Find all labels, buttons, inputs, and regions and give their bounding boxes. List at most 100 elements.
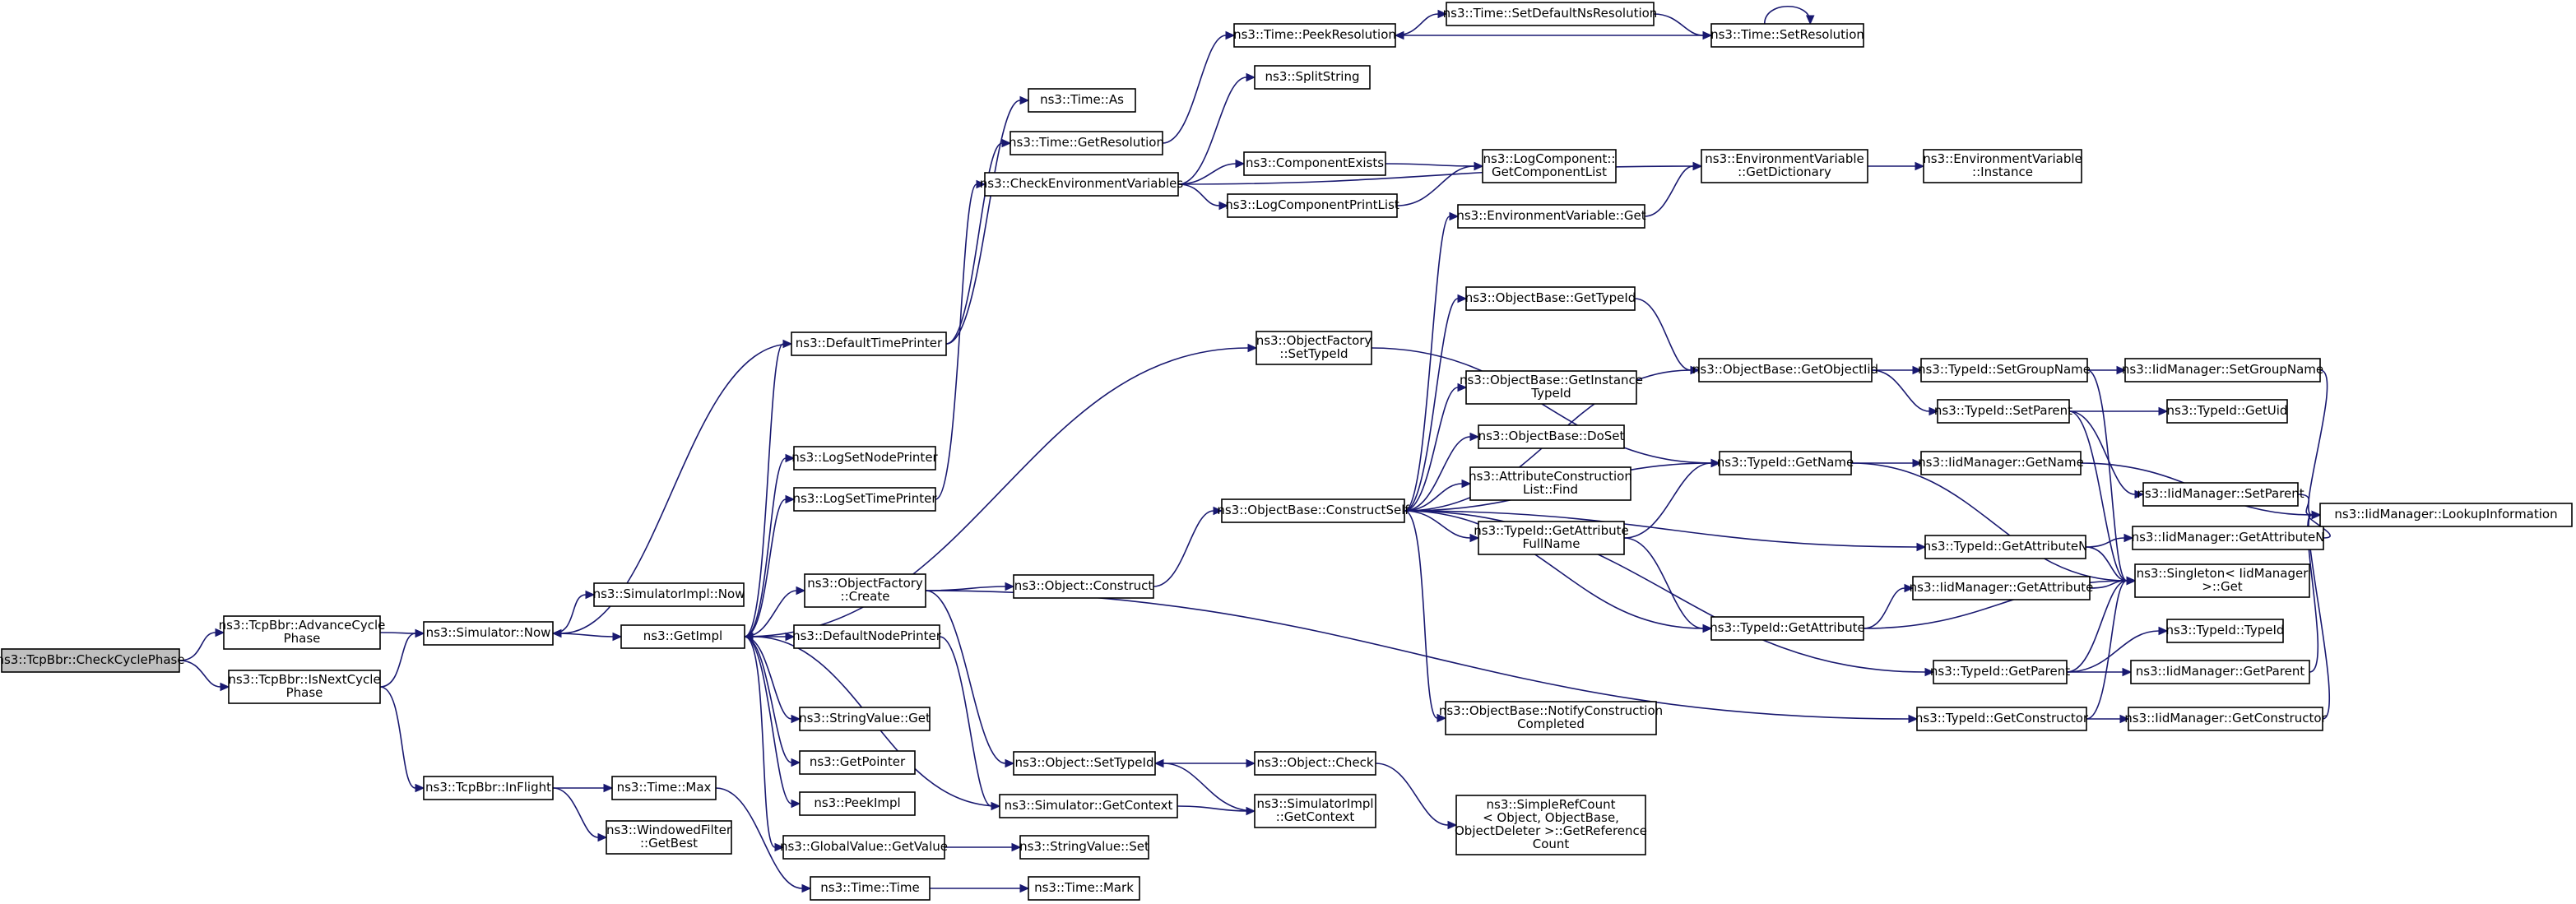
node-box [984, 172, 1179, 197]
node-objFactorySetTypeId[interactable]: ns3::ObjectFactory::SetTypeId [1256, 331, 1372, 365]
node-globalValueGetValue[interactable]: ns3::GlobalValue::GetValue [780, 835, 948, 860]
node-box [2128, 707, 2323, 731]
node-iidManagerGetConstructor[interactable]: ns3::IidManager::GetConstructor [2124, 707, 2328, 731]
node-checkCycle[interactable]: ns3::TcpBbr::CheckCyclePhase [0, 648, 185, 673]
node-objectConstruct[interactable]: ns3::Object::Construct [1013, 574, 1154, 599]
node-windowedFilter[interactable]: ns3::WindowedFilter::GetBest [606, 820, 732, 855]
node-label: ::SetTypeId [1279, 346, 1348, 361]
node-timeSetResolution[interactable]: ns3::Time::SetResolution [1710, 23, 1864, 48]
node-stringValueGet[interactable]: ns3::StringValue::Get [799, 707, 931, 731]
edge-line [1404, 387, 1459, 512]
edge-arrowhead [1247, 343, 1258, 353]
node-getImpl[interactable]: ns3::GetImpl [620, 624, 745, 649]
node-singletonGet[interactable]: ns3::Singleton< IidManager>::Get [2134, 563, 2310, 598]
node-objBaseGetTypeId[interactable]: ns3::ObjectBase::GetTypeId [1465, 286, 1636, 311]
node-typeIdSetGroupName[interactable]: ns3::TypeId::SetGroupName [1918, 358, 2091, 382]
node-checkEnvVars[interactable]: ns3::CheckEnvironmentVariables [980, 172, 1184, 197]
node-objBaseNotifyConstruction[interactable]: ns3::ObjectBase::NotifyConstructionCompl… [1439, 701, 1663, 735]
edge-typeIdGetAttributeN-to-iidManagerGetAttributeN [2085, 533, 2134, 548]
node-iidManagerGetAttributeN[interactable]: ns3::IidManager::GetAttributeN [2132, 526, 2325, 550]
node-box [2124, 358, 2321, 382]
node-logSetTimePrinter[interactable]: ns3::LogSetTimePrinter [792, 487, 937, 512]
edge-arrowhead [1474, 161, 1484, 171]
node-box [1465, 286, 1636, 311]
node-box [1478, 424, 1625, 449]
node-typeIdGetAttribute[interactable]: ns3::TypeId::GetAttribute [1710, 616, 1865, 641]
node-typeIdGetParent[interactable]: ns3::TypeId::GetParent [1930, 660, 2070, 684]
node-label: ns3::IidManager::GetAttributeN [2132, 530, 2325, 545]
node-inFlight[interactable]: ns3::TcpBbr::InFlight [423, 776, 554, 800]
node-envVarGetDictionary[interactable]: ns3::EnvironmentVariable::GetDictionary [1701, 149, 1868, 183]
node-objBaseGetObjectIid[interactable]: ns3::ObjectBase::GetObjectIid [1692, 358, 1878, 382]
node-label: ns3::DefaultTimePrinter [796, 336, 943, 350]
edge-arrowhead [785, 453, 796, 463]
edge-arrowhead [1019, 883, 1030, 893]
node-defaultNodePrinter[interactable]: ns3::DefaultNodePrinter [792, 624, 942, 649]
edge-getImpl-to-defaultTimePrinter [744, 339, 793, 637]
node-timePeekResolution[interactable]: ns3::Time::PeekResolution [1233, 23, 1396, 48]
node-typeIdGetConstructor[interactable]: ns3::TypeId::GetConstructor [1915, 707, 2089, 731]
node-label: ns3::GlobalValue::GetValue [780, 839, 948, 854]
node-timeMax[interactable]: ns3::Time::Max [611, 776, 717, 800]
node-label: ns3::Time::GetResolution [1009, 135, 1164, 150]
node-simImplGetContext[interactable]: ns3::SimulatorImpl::GetContext [1254, 794, 1376, 828]
node-peekImpl[interactable]: ns3::PeekImpl [799, 791, 916, 816]
node-timeGetResolution[interactable]: ns3::Time::GetResolution [1009, 131, 1164, 155]
node-componentExists[interactable]: ns3::ComponentExists [1243, 151, 1386, 176]
edge-line [744, 636, 792, 720]
node-objectSetTypeId[interactable]: ns3::Object::SetTypeId [1013, 751, 1156, 776]
node-objBaseDoSet[interactable]: ns3::ObjectBase::DoSet [1478, 424, 1625, 449]
node-typeIdSetParent[interactable]: ns3::TypeId::SetParent [1934, 399, 2072, 424]
node-simpleRefCount[interactable]: ns3::SimpleRefCount< Object, ObjectBase,… [1455, 795, 1647, 855]
node-box [1933, 660, 2068, 684]
node-splitString[interactable]: ns3::SplitString [1254, 65, 1371, 90]
node-iidManagerGetAttribute[interactable]: ns3::IidManager::GetAttribute [1910, 576, 2094, 600]
node-typeIdGetName[interactable]: ns3::TypeId::GetName [1717, 451, 1854, 475]
edge-line [1763, 6, 1812, 25]
node-logSetNodePrinter[interactable]: ns3::LogSetNodePrinter [791, 446, 939, 471]
edge-line [1375, 763, 1449, 826]
edge-defaultTimePrinter-to-simNow [551, 343, 792, 638]
node-objectCheck[interactable]: ns3::Object::Check [1254, 751, 1376, 776]
node-timeTime[interactable]: ns3::Time::Time [810, 876, 931, 901]
edge-arrowhead [1235, 159, 1246, 169]
node-timeMark[interactable]: ns3::Time::Mark [1028, 876, 1140, 901]
node-simGetContext[interactable]: ns3::Simulator::GetContext [999, 794, 1178, 818]
edge-line [1396, 165, 1475, 206]
node-getPointer[interactable]: ns3::GetPointer [799, 750, 916, 775]
edge-typeIdGetAttribute-to-iidManagerGetAttribute [1863, 583, 1915, 629]
node-typeIdGetAttributeN[interactable]: ns3::TypeId::GetAttributeN [1924, 535, 2088, 559]
node-label: Completed [1517, 716, 1585, 731]
node-iidManagerSetGroupName[interactable]: ns3::IidManager::SetGroupName [2122, 358, 2323, 382]
node-typeIdGetUid[interactable]: ns3::TypeId::GetUid [2166, 399, 2288, 424]
node-box [423, 776, 554, 800]
node-label: ns3::TcpBbr::CheckCyclePhase [0, 652, 185, 667]
node-typeIdTypeId[interactable]: ns3::TypeId::TypeId [2166, 619, 2285, 643]
node-iidManagerSetParent[interactable]: ns3::IidManager::SetParent [2137, 482, 2304, 507]
node-objBaseConstructSelf[interactable]: ns3::ObjectBase::ConstructSelf [1217, 498, 1409, 523]
node-envVarInstance[interactable]: ns3::EnvironmentVariable::Instance [1923, 149, 2082, 183]
node-stringValueSet[interactable]: ns3::StringValue::Set [1019, 835, 1149, 860]
node-iidManagerLookupInformation[interactable]: ns3::IidManager::LookupInformation [2319, 503, 2573, 527]
edge-objBaseConstructSelf-to-objBaseGetTypeId [1404, 294, 1468, 512]
node-defaultTimePrinter[interactable]: ns3::DefaultTimePrinter [791, 331, 947, 356]
node-logComponentGetList[interactable]: ns3::LogComponent::GetComponentList [1482, 149, 1617, 183]
node-envVarGet[interactable]: ns3::EnvironmentVariable::Get [1456, 204, 1646, 229]
node-timeAs[interactable]: ns3::Time::As [1028, 88, 1136, 113]
node-iidManagerGetParent[interactable]: ns3::IidManager::GetParent [2130, 660, 2310, 684]
edge-typeIdGetConstructor-to-iidManagerGetConstructor [2086, 714, 2130, 724]
node-box [423, 621, 554, 646]
node-simNow[interactable]: ns3::Simulator::Now [423, 621, 554, 646]
node-timeSetDefaultNsRes[interactable]: ns3::Time::SetDefaultNsResolution [1443, 2, 1658, 26]
node-logComponentPrintList[interactable]: ns3::LogComponentPrintList [1225, 193, 1399, 218]
edge-arrowhead [1461, 479, 1472, 489]
node-simImplNow[interactable]: ns3::SimulatorImpl::Now [593, 582, 745, 607]
node-objFactoryCreate[interactable]: ns3::ObjectFactory::Create [804, 573, 926, 608]
edge-arrowhead [215, 628, 225, 637]
node-iidManagerGetName[interactable]: ns3::IidManager::GetName [1918, 451, 2084, 475]
